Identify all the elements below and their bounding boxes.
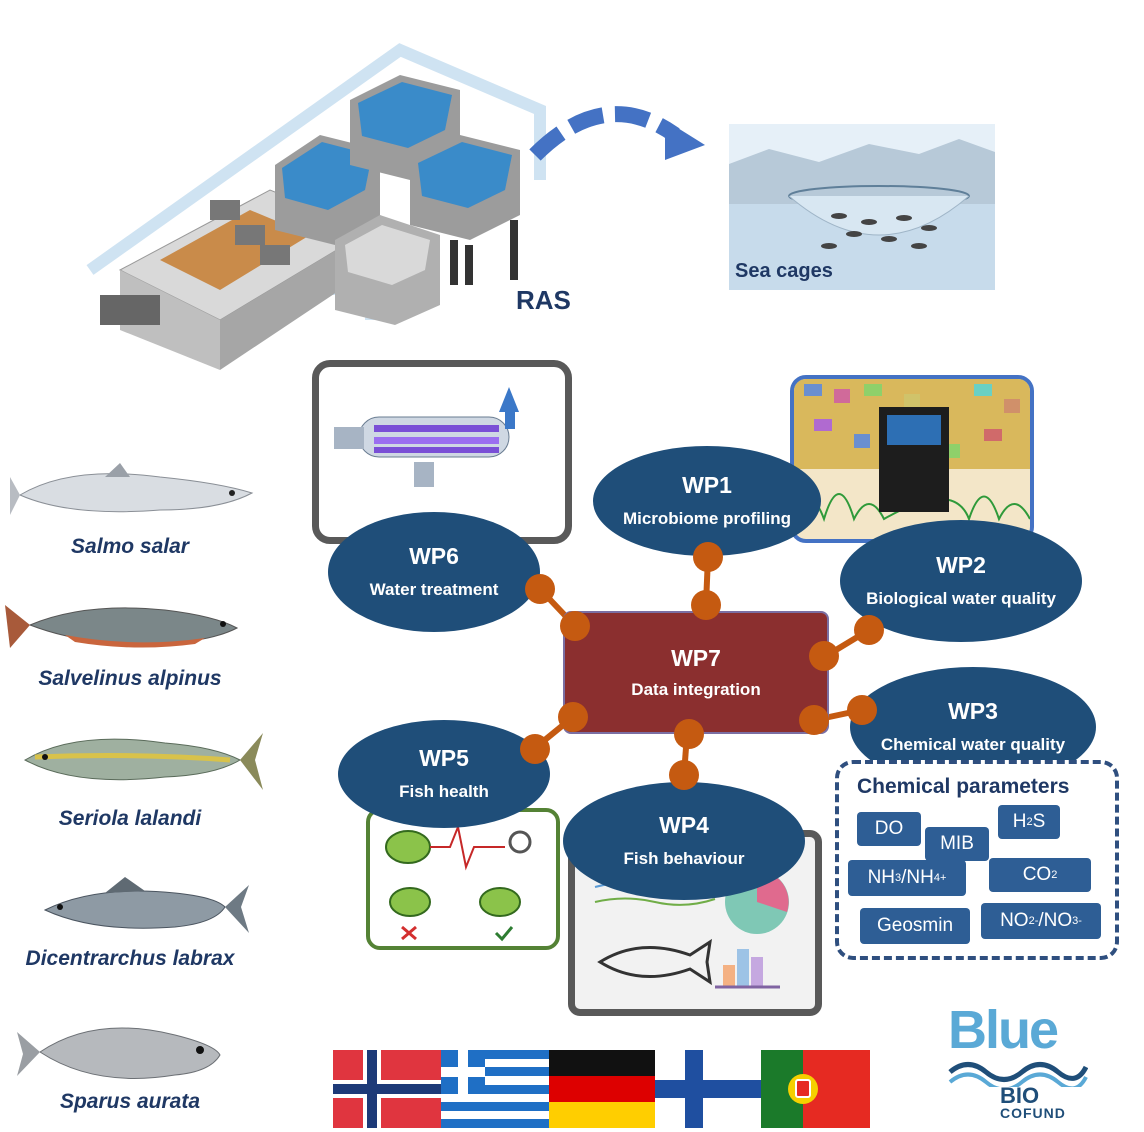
wp7-id: WP7 bbox=[671, 645, 721, 671]
fish-health-panel bbox=[366, 808, 560, 950]
sea-cages-label: Sea cages bbox=[735, 260, 833, 282]
finland-flag bbox=[655, 1050, 761, 1128]
wp7-data-integration: WP7 Data integration bbox=[563, 611, 829, 734]
param-geosmin: Geosmin bbox=[860, 908, 970, 944]
wp3-id: WP3 bbox=[948, 698, 998, 724]
seriola-lalandi-image bbox=[23, 733, 263, 790]
wp1-title: Microbiome profiling bbox=[622, 509, 792, 528]
ras-facility-illustration bbox=[86, 43, 546, 370]
connector-node bbox=[669, 760, 699, 790]
uv-reactor-illustration bbox=[334, 387, 519, 487]
wp6-id: WP6 bbox=[409, 543, 459, 569]
connector-node bbox=[525, 574, 555, 604]
fish-health-illustration bbox=[385, 823, 532, 942]
logo-wave-icon bbox=[948, 1062, 1088, 1087]
wp4-id: WP4 bbox=[659, 812, 709, 838]
microbiome-panel bbox=[790, 375, 1034, 543]
wp1-id: WP1 bbox=[682, 472, 732, 498]
connector-node bbox=[520, 734, 550, 764]
wp2-title: Biological water quality bbox=[866, 589, 1056, 608]
wp5-id: WP5 bbox=[419, 745, 469, 771]
logo-cofund-text: COFUND bbox=[1000, 1105, 1066, 1121]
logo-blue-text: Blue bbox=[948, 1000, 1059, 1060]
sequencing-illustration bbox=[794, 379, 1030, 523]
logo-bio-text: BIO bbox=[1000, 1083, 1040, 1108]
wp6-title: Water treatment bbox=[369, 580, 499, 599]
sparus-aurata-image bbox=[17, 1027, 221, 1079]
wp6-water-treatment: WP6 Water treatment bbox=[328, 512, 540, 632]
wp7-title: Data integration bbox=[631, 680, 761, 699]
connector-node bbox=[674, 719, 704, 749]
connector-node bbox=[691, 590, 721, 620]
transfer-arrow bbox=[529, 106, 705, 161]
greece-flag bbox=[441, 1050, 549, 1128]
wp4-fish-behaviour: WP4 Fish behaviour bbox=[563, 782, 805, 900]
wp5-fish-health: WP5 Fish health bbox=[338, 720, 550, 828]
wp3-title: Chemical water quality bbox=[880, 735, 1066, 754]
ras-label: RAS bbox=[516, 285, 571, 315]
species-name-sparus-aurata: Sparus aurata bbox=[59, 1090, 201, 1113]
bluebio-cofund-logo: Blue BIO COFUND bbox=[948, 1000, 1088, 1125]
param-mib: MIB bbox=[925, 827, 989, 861]
connector-node bbox=[560, 611, 590, 641]
norway-flag bbox=[333, 1050, 441, 1128]
species-name-dicentrarchus-labrax: Dicentrarchus labrax bbox=[25, 947, 235, 970]
connector-node bbox=[847, 695, 877, 725]
connector-node bbox=[799, 705, 829, 735]
species-name-salvelinus-alpinus: Salvelinus alpinus bbox=[38, 667, 222, 690]
species-name-seriola-lalandi: Seriola lalandi bbox=[58, 807, 202, 830]
chemical-parameters-title: Chemical parameters bbox=[857, 775, 1070, 798]
wp2-id: WP2 bbox=[936, 552, 986, 578]
salmo-salar-image bbox=[10, 463, 254, 515]
sea-cages-illustration bbox=[729, 124, 995, 290]
connector-node bbox=[809, 641, 839, 671]
salvelinus-alpinus-image bbox=[5, 605, 239, 648]
wp4-title: Fish behaviour bbox=[623, 849, 745, 868]
connector-node bbox=[558, 702, 588, 732]
connector-node bbox=[693, 542, 723, 572]
portugal-flag bbox=[761, 1050, 870, 1128]
germany-flag bbox=[549, 1050, 655, 1128]
wp5-title: Fish health bbox=[399, 782, 489, 801]
partner-country-flags bbox=[333, 1050, 870, 1128]
connector-node bbox=[854, 615, 884, 645]
wp1-microbiome-profiling: WP1 Microbiome profiling bbox=[593, 446, 821, 556]
param-do: DO bbox=[857, 812, 921, 846]
species-name-salmo-salar: Salmo salar bbox=[71, 535, 189, 558]
dicentrarchus-labrax-image bbox=[43, 877, 249, 933]
